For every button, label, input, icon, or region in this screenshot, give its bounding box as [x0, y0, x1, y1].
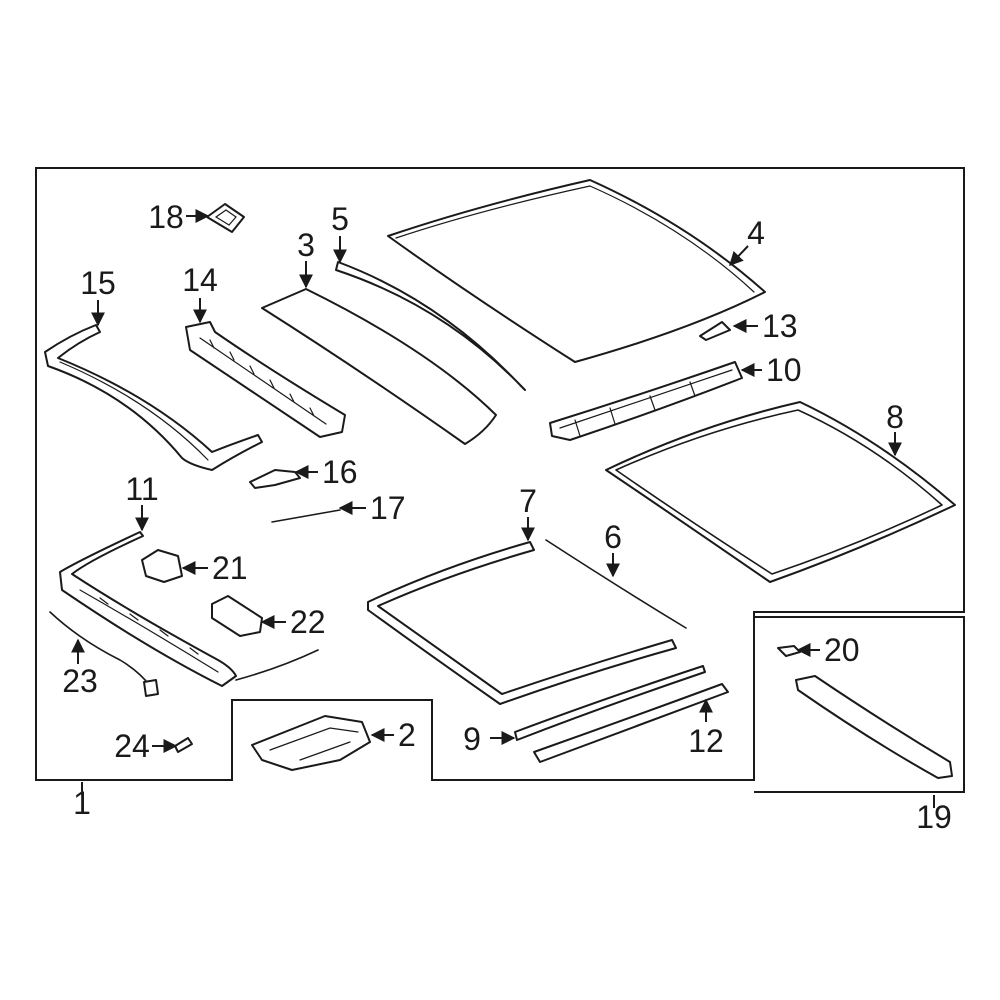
callout-6: 6	[604, 519, 622, 555]
part-2-bracket	[251, 715, 371, 771]
part-12-strip	[533, 683, 729, 763]
part-2-detail	[269, 727, 359, 761]
part-10-rail	[549, 361, 743, 441]
part-11-wire	[235, 649, 319, 681]
callout-19: 19	[916, 799, 952, 835]
part-22-module	[211, 595, 263, 637]
part-24-pin	[174, 737, 193, 753]
callout-1: 1	[73, 785, 91, 821]
part-15-edge	[59, 361, 209, 461]
part-17-cable	[271, 509, 341, 523]
callout-13: 13	[762, 308, 798, 344]
part-10-detail	[559, 369, 733, 437]
part-3-panel	[261, 288, 497, 445]
part-18-hole	[214, 209, 237, 226]
part-4-edge	[395, 185, 755, 293]
callout-2: 2	[398, 717, 416, 753]
part-6-weatherstrip	[545, 539, 687, 629]
part-11-detail	[79, 589, 219, 673]
callout-17: 17	[370, 490, 406, 526]
part-4-glass-panel	[387, 179, 766, 363]
callout-11: 11	[125, 471, 158, 507]
part-8-seal-frame	[605, 401, 956, 583]
part-19-rail-assembly	[795, 675, 953, 779]
callout-18: 18	[148, 199, 184, 235]
part-15-deflector	[44, 324, 263, 471]
part-18-clip	[206, 203, 245, 233]
part-5-trim-strip	[335, 261, 526, 391]
callout-8: 8	[886, 399, 904, 435]
part-8-seal-inner	[615, 409, 943, 575]
part-16-spring-clip	[249, 469, 301, 489]
callout-7: 7	[519, 483, 537, 519]
callout-9: 9	[463, 721, 481, 757]
callout-5: 5	[331, 201, 349, 237]
callout-10: 10	[766, 352, 802, 388]
callout-4: 4	[747, 215, 765, 251]
callout-14: 14	[182, 262, 218, 298]
sub-assembly-frame	[754, 616, 965, 793]
part-9-strip	[514, 665, 706, 741]
callout-12: 12	[688, 723, 724, 759]
part-14-drain-channel	[185, 321, 346, 438]
callout-3: 3	[297, 227, 315, 263]
callout-22: 22	[290, 604, 326, 640]
callout-21: 21	[212, 550, 248, 586]
callout-15: 15	[80, 265, 116, 301]
part-11-frame	[59, 531, 237, 687]
part-7-seal	[367, 541, 677, 705]
callout-20: 20	[824, 632, 860, 668]
callout-23: 23	[62, 663, 98, 699]
part-20-clip	[777, 645, 801, 657]
part-23-harness	[49, 611, 151, 687]
main-assembly-frame	[35, 167, 965, 781]
part-14-ribs	[199, 337, 327, 425]
part-13-bracket	[699, 321, 731, 341]
part-21-motor	[141, 549, 183, 583]
callout-24: 24	[114, 728, 150, 764]
part-23-connector	[143, 679, 159, 697]
callout-16: 16	[322, 454, 358, 490]
leader-4	[729, 245, 749, 267]
